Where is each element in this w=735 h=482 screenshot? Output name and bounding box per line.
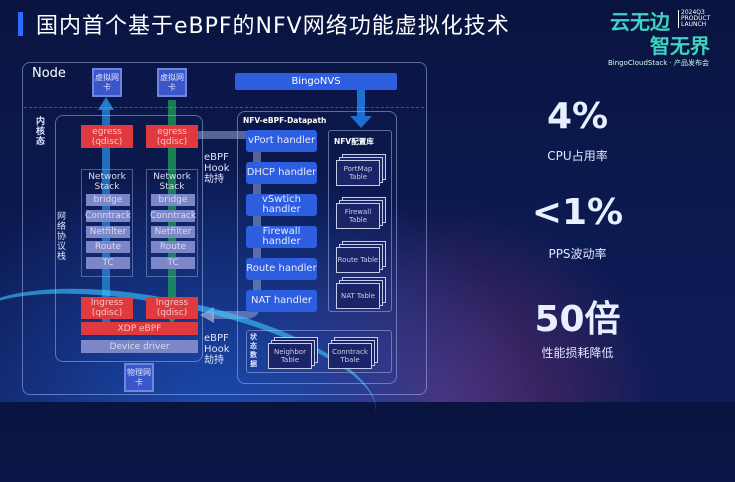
- layer-conntrack-2: Conntrack: [149, 210, 197, 222]
- device-driver: Device driver: [81, 340, 198, 353]
- conntrack-table: Conntrack Tbale: [328, 343, 372, 369]
- handler-firewall: Firewall handler: [246, 226, 317, 248]
- network-stack-label: Network Stack: [88, 172, 126, 192]
- kernel-label: 内核态: [36, 117, 46, 147]
- config-store-label: NFV配置库: [334, 137, 374, 146]
- ingress-qdisc-1: Ingress (qdisc): [81, 297, 133, 319]
- network-stack-label: Network Stack: [153, 172, 191, 192]
- network-stack-2: Network Stack: [146, 169, 198, 277]
- layer-tc-1: TC: [86, 257, 130, 269]
- ebpf-hook-bottom: eBPF Hook 劫持: [204, 333, 230, 366]
- virtual-nic-2[interactable]: 虚拟网卡: [157, 68, 187, 97]
- logo-line1: 云无边: [610, 10, 670, 34]
- page-title: 国内首个基于eBPF的NFV网络功能虚拟化技术: [36, 14, 510, 39]
- layer-netfilter-2: Netfilter: [151, 226, 195, 238]
- stack-label: 网络协议栈: [57, 212, 67, 262]
- xdp-ebpf: XDP eBPF: [81, 322, 198, 335]
- node-label: Node: [32, 66, 66, 81]
- stat-pps-value: <1%: [531, 192, 624, 233]
- state-data-label: 状态数据: [250, 333, 257, 368]
- nvs-arrow-head: [350, 116, 372, 128]
- handler-route: Route handler: [246, 258, 317, 280]
- virtual-nic-1[interactable]: 虚拟网卡: [92, 68, 122, 97]
- egress-qdisc-2: egress (qdisc): [146, 125, 198, 148]
- firewall-table: Firewall Table: [336, 203, 380, 229]
- egress-qdisc-1: egress (qdisc): [81, 125, 133, 148]
- layer-tc-2: TC: [151, 257, 195, 269]
- neighbor-table: Neighbor Table: [268, 343, 312, 369]
- logo-subtitle: BingoCloudStack · 产品发布会: [608, 59, 709, 67]
- logo-year: 2024Q3: [681, 9, 705, 16]
- stat-perf-label: 性能损耗降低: [541, 346, 614, 360]
- stat-cpu-value: 4%: [546, 96, 609, 137]
- nat-table: NAT Table: [336, 283, 380, 309]
- logo-product: PRODUCT: [681, 15, 711, 22]
- stat-perf-value: 50倍: [534, 299, 621, 340]
- layer-route-1: Route: [86, 241, 130, 253]
- route-table: Route Table: [336, 247, 380, 273]
- title-accent: [18, 12, 23, 36]
- handler-vport: vPort handler: [246, 130, 317, 152]
- ingress-path-arrow: [168, 100, 176, 314]
- stat-pps-label: PPS波动率: [548, 247, 607, 261]
- nvs-down-arrow: [357, 90, 365, 118]
- handler-dhcp: DHCP handler: [246, 162, 317, 184]
- layer-bridge-1: bridge: [86, 194, 130, 206]
- physical-nic[interactable]: 物理网卡: [124, 363, 154, 392]
- ingress-qdisc-2: Ingress (qdisc): [146, 297, 198, 319]
- handler-vswitch: vSwtich handler: [246, 194, 317, 216]
- bingonvs[interactable]: BingoNVS: [235, 73, 397, 90]
- ebpf-hook-top: eBPF Hook 劫持: [204, 152, 230, 185]
- arrow-up-head: [98, 97, 114, 110]
- logo-launch: LAUNCH: [681, 21, 707, 28]
- layer-netfilter-1: Netfilter: [86, 226, 130, 238]
- stat-cpu-label: CPU占用率: [547, 149, 608, 163]
- handler-nat: NAT handler: [246, 290, 317, 312]
- layer-conntrack-1: Conntrack: [84, 210, 132, 222]
- layer-route-2: Route: [151, 241, 195, 253]
- layer-bridge-2: bridge: [151, 194, 195, 206]
- user-kernel-divider: [24, 107, 424, 108]
- state-data-box: [246, 330, 392, 373]
- datapath-box: [237, 111, 397, 384]
- kernel-box: [55, 115, 203, 362]
- logo-line2: 智无界: [650, 34, 710, 58]
- config-store-box: [328, 130, 392, 312]
- datapath-label: NFV-eBPF-Datapath: [243, 116, 327, 125]
- portmap-table: PortMap Table: [336, 160, 380, 186]
- node-box: [22, 62, 427, 395]
- network-stack-1: Network Stack: [81, 169, 133, 277]
- hook-arrow-head: [200, 307, 214, 323]
